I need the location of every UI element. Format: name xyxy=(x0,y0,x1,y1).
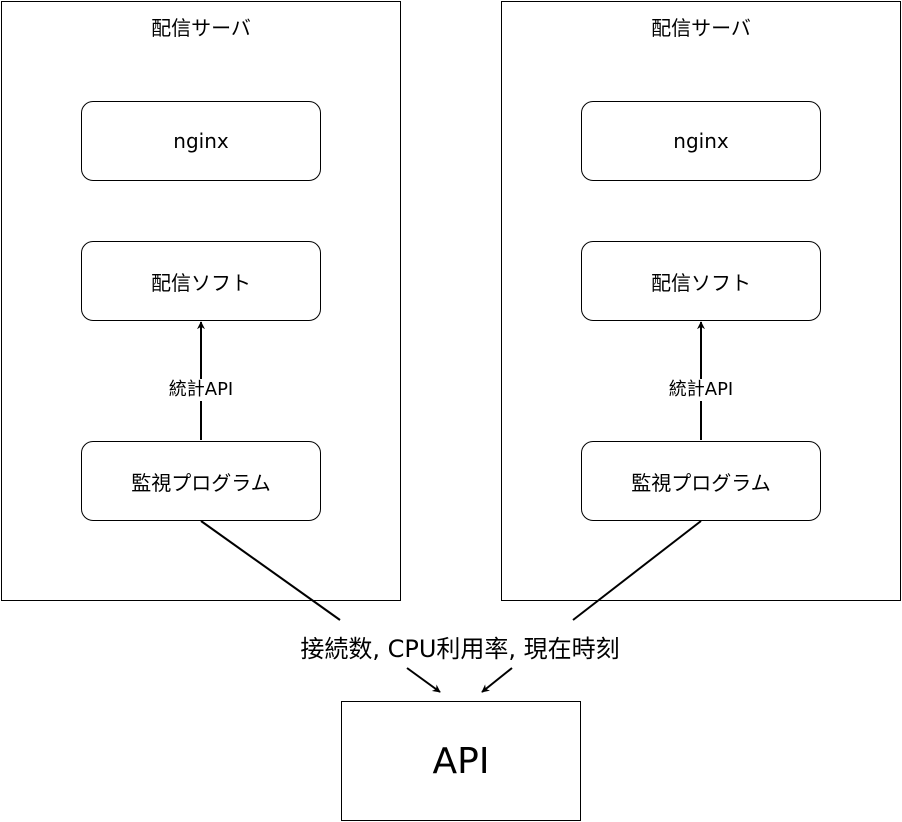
stats-api-label: 統計API xyxy=(666,379,736,401)
metrics-line-left xyxy=(200,520,341,621)
metrics-arrow-right xyxy=(481,667,513,693)
stats-api-label: 統計API xyxy=(166,379,236,401)
monitor-program-node: 監視プログラム xyxy=(581,441,821,521)
monitor-program-node: 監視プログラム xyxy=(81,441,321,521)
api-node: API xyxy=(341,701,581,821)
metrics-line-right xyxy=(572,520,702,621)
metrics-label: 接続数, CPU利用率, 現在時刻 xyxy=(270,633,650,665)
nginx-node: nginx xyxy=(81,101,321,181)
server-title: 配信サーバ xyxy=(651,16,751,40)
streaming-software-node: 配信ソフト xyxy=(81,241,321,321)
server-title: 配信サーバ xyxy=(151,16,251,40)
metrics-arrow-left xyxy=(406,667,441,693)
nginx-node: nginx xyxy=(581,101,821,181)
streaming-software-node: 配信ソフト xyxy=(581,241,821,321)
